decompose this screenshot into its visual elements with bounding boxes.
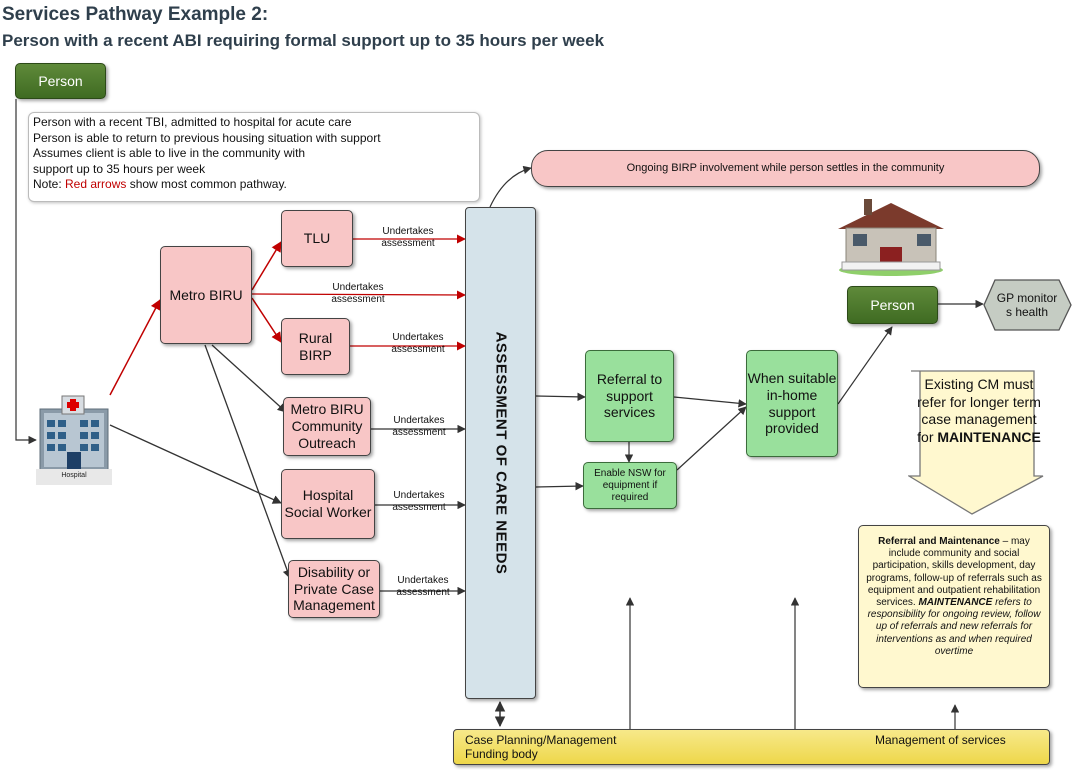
note-line-1: Person with a recent TBI, admitted to ho… — [33, 115, 352, 129]
when-suitable-box: When suitable in-home support provided — [746, 350, 838, 457]
assessment-to-enable-arrow — [535, 481, 584, 491]
gp-box: GP monitor s health — [995, 281, 1059, 329]
rural-birp-box: Rural BIRP — [281, 318, 350, 375]
outreach-label: Metro BIRU Community Outreach — [290, 401, 364, 451]
hospital-to-social-worker-arrow — [109, 424, 282, 504]
person-top-label: Person — [38, 72, 83, 89]
referral-box: Referral to support services — [585, 350, 674, 442]
disability-box: Disability or Private Case Management — [288, 560, 380, 618]
case-planning-bar: Case Planning/Management Funding body Ma… — [453, 729, 1050, 765]
note-prefix: Note: — [33, 177, 66, 191]
hospital-label: Hospital — [61, 472, 87, 479]
metro-to-tlu-arrow — [251, 241, 282, 291]
note-line-4: support up to 35 hours per week — [33, 161, 206, 176]
note-suffix: show most common pathway. — [126, 177, 287, 191]
gp-label: GP monitor s health — [996, 290, 1058, 319]
referral-maintenance-text: – may include community and social parti… — [866, 536, 1042, 609]
assessment-box: ASSESSMENT OF CARE NEEDS — [465, 207, 536, 699]
referral-label: Referral to support services — [596, 370, 663, 421]
when-to-person-arrow — [837, 326, 893, 405]
rural-birp-label: Rural BIRP — [298, 329, 333, 363]
existing-cm-arrow-shape — [908, 370, 1044, 515]
note-line-5: Note: Red arrows show most common pathwa… — [33, 177, 479, 193]
when-suitable-label: When suitable in-home support provided — [747, 369, 837, 437]
referral-maintenance-note: Referral and Maintenance – may include c… — [858, 525, 1050, 688]
assessment-label: ASSESSMENT OF CARE NEEDS — [492, 331, 509, 575]
assessment-to-referral-arrow — [535, 392, 586, 402]
ongoing-birp-label: Ongoing BIRP involvement while person se… — [626, 161, 945, 174]
context-note: Person with a recent TBI, admitted to ho… — [28, 112, 480, 202]
referral-to-when-arrow — [673, 396, 747, 408]
hospital-to-metro-biru-arrow — [109, 299, 161, 396]
assessment-to-ongoing-arrow — [489, 165, 532, 208]
gp-hexagon-shape — [983, 279, 1072, 331]
ongoing-birp-box: Ongoing BIRP involvement while person se… — [531, 150, 1040, 187]
tlu-label: TLU — [303, 230, 331, 247]
maintenance-definition: refers to responsibility for ongoing rev… — [867, 597, 1041, 657]
note-line-2: Person is able to return to previous hou… — [33, 130, 381, 145]
existing-cm-maintenance: MAINTENANCE — [937, 428, 1041, 445]
metro-to-outreach-arrow — [211, 344, 287, 413]
enable-nsw-label: Enable NSW for equipment if required — [594, 467, 666, 503]
social-worker-label: Hospital Social Worker — [284, 487, 372, 520]
house-icon — [838, 199, 944, 276]
existing-cm-label: Existing CM must refer for longer term c… — [917, 376, 1041, 445]
metro-to-disability-arrow — [204, 344, 292, 579]
page-subtitle: Person with a recent ABI requiring forma… — [2, 31, 605, 50]
metro-to-rural-arrow — [251, 297, 282, 343]
page-title: Services Pathway Example 2: — [2, 4, 269, 25]
management-label: Management of services — [875, 733, 1006, 747]
person-right-box: Person — [847, 286, 938, 324]
metro-biru-label: Metro BIRU — [169, 286, 243, 303]
referral-maintenance-title: Referral and Maintenance — [878, 536, 1000, 547]
hospital-icon — [36, 395, 112, 485]
case-planning-label: Case Planning/Management — [465, 733, 617, 747]
existing-cm-text: Existing CM must refer for longer term c… — [914, 376, 1044, 446]
funding-body-label: Funding body — [465, 747, 538, 761]
note-line-3: Assumes client is able to live in the co… — [33, 146, 306, 160]
enable-nsw-box: Enable NSW for equipment if required — [583, 462, 677, 509]
person-right-label: Person — [870, 296, 915, 313]
person-to-hospital-line — [15, 99, 37, 445]
maintenance-term: MAINTENANCE — [918, 597, 993, 609]
social-worker-box: Hospital Social Worker — [281, 469, 375, 539]
enable-to-when-arrow — [676, 406, 747, 471]
metro-to-assessment-arrow — [251, 290, 466, 300]
person-top-box: Person — [15, 63, 106, 99]
note-red-arrows: Red arrows — [65, 177, 127, 191]
metro-biru-box: Metro BIRU — [160, 246, 252, 344]
tlu-box: TLU — [281, 210, 353, 267]
disability-label: Disability or Private Case Management — [293, 563, 375, 614]
outreach-box: Metro BIRU Community Outreach — [283, 397, 371, 456]
